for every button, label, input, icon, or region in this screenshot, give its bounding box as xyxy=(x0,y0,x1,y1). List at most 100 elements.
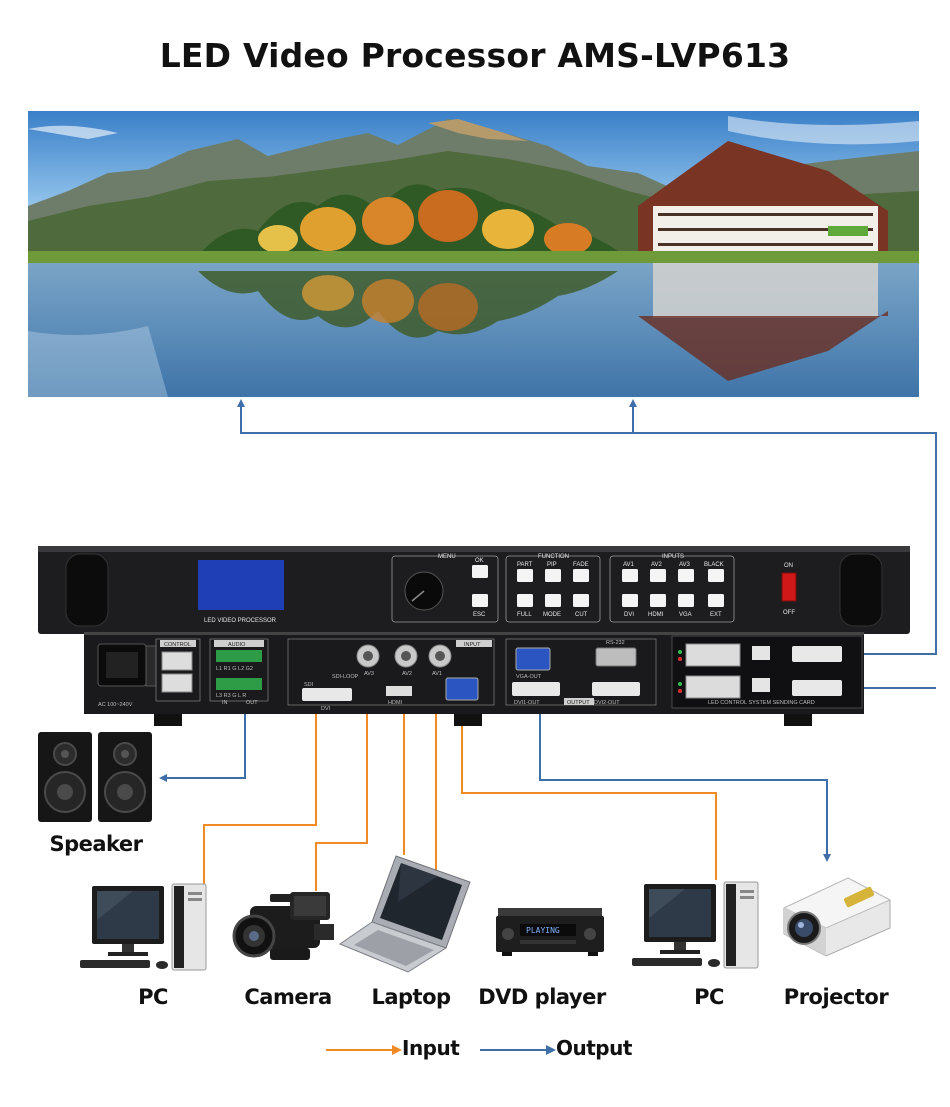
legend-output: Output xyxy=(480,1036,632,1064)
pc1-label: PC xyxy=(138,985,168,1009)
dvd-display-text: PLAYING xyxy=(526,926,560,935)
led-screen-landscape xyxy=(28,111,919,397)
ext-button[interactable] xyxy=(708,594,724,607)
legend-input: Input xyxy=(326,1036,460,1064)
sending-card-dvi-top[interactable] xyxy=(792,646,842,662)
dvi1-output-port[interactable] xyxy=(512,682,560,696)
av3-label: AV3 xyxy=(679,562,691,568)
audio-label: AUDIO xyxy=(228,642,246,648)
sending-card-rj45-bottom[interactable] xyxy=(685,675,741,699)
av3-port-label: AV3 xyxy=(364,671,374,677)
legend-input-arrow-icon xyxy=(326,1045,402,1055)
mode-button[interactable] xyxy=(545,594,561,607)
ok-button[interactable] xyxy=(472,565,488,578)
audio-out-terminal[interactable] xyxy=(216,678,262,690)
black-button[interactable] xyxy=(708,569,724,582)
full-label: FULL xyxy=(517,612,532,618)
dvi-input-port[interactable] xyxy=(302,688,352,701)
input-line-pc1 xyxy=(203,696,320,887)
pc-icon-2 xyxy=(632,881,759,969)
av1-port-label: AV1 xyxy=(432,671,442,677)
sending-card-label: LED CONTROL SYSTEM SENDING CARD xyxy=(708,700,815,706)
page-title: LED Video Processor AMS-LVP613 xyxy=(159,36,791,75)
audio-bottom-label: L3 R3 G L R xyxy=(216,693,246,699)
vga-button[interactable] xyxy=(678,594,694,607)
audio-in-terminal[interactable] xyxy=(216,650,262,662)
inputs-group-label: INPUTS xyxy=(662,554,684,560)
dvi2-output-port[interactable] xyxy=(592,682,640,696)
av3-button[interactable] xyxy=(678,569,694,582)
av2-button[interactable] xyxy=(650,569,666,582)
part-label: PART xyxy=(517,562,533,568)
legend-input-label: Input xyxy=(402,1036,460,1060)
projector-icon xyxy=(782,877,892,957)
av1-button[interactable] xyxy=(622,569,638,582)
hdmi-button[interactable] xyxy=(650,594,666,607)
function-group-label: FUNCTION xyxy=(538,554,569,560)
ok-label: OK xyxy=(475,558,484,564)
power-off-label: OFF xyxy=(783,610,795,616)
processor-front-panel: LED VIDEO PROCESSOR MENU OK ESC FUNCTION… xyxy=(38,546,910,634)
sdi-label: SDI xyxy=(304,682,314,688)
dvd-player-icon: PLAYING xyxy=(496,908,604,956)
vga-input-port[interactable] xyxy=(445,677,479,701)
control-rj45-2[interactable] xyxy=(161,673,193,693)
full-button[interactable] xyxy=(517,594,533,607)
left-handle xyxy=(65,553,109,627)
esc-button[interactable] xyxy=(472,594,488,607)
cut-label: CUT xyxy=(575,612,588,618)
av2-port-label: AV2 xyxy=(402,671,412,677)
ac-label: AC 100~240V xyxy=(98,702,133,708)
audio-out-label: OUT xyxy=(246,700,258,706)
legend-output-label: Output xyxy=(556,1036,632,1060)
right-handle xyxy=(839,553,883,627)
rs232-port[interactable] xyxy=(595,647,637,667)
dvi-button[interactable] xyxy=(622,594,638,607)
pip-button[interactable] xyxy=(545,569,561,582)
power-on-label: ON xyxy=(784,563,793,569)
black-label: BLACK xyxy=(704,562,724,568)
hdmi-input-port[interactable] xyxy=(386,686,412,696)
mode-label: MODE xyxy=(543,612,561,618)
esc-label: ESC xyxy=(473,612,486,618)
part-button[interactable] xyxy=(517,569,533,582)
cut-button[interactable] xyxy=(573,594,589,607)
hdmi-in-label: HDMI xyxy=(388,700,403,706)
ext-label: EXT xyxy=(710,612,722,618)
legend-output-arrow-icon xyxy=(480,1045,556,1055)
fade-button[interactable] xyxy=(573,569,589,582)
dvi1-out-label: DVI1-OUT xyxy=(514,700,540,706)
laptop-label: Laptop xyxy=(371,985,451,1009)
control-rj45-1[interactable] xyxy=(161,651,193,671)
input-line-pc2 xyxy=(458,696,717,880)
projector-label: Projector xyxy=(783,985,889,1009)
front-label: LED VIDEO PROCESSOR xyxy=(204,618,277,624)
usb-port-bottom[interactable] xyxy=(752,678,770,692)
sdi-loop-label: SDI-LOOP xyxy=(332,674,359,680)
power-switch[interactable] xyxy=(781,572,797,602)
output-label: OUTPUT xyxy=(567,700,590,706)
laptop-icon xyxy=(338,855,471,973)
dvi2-out-label: DVI2-OUT xyxy=(594,700,620,706)
pip-label: PIP xyxy=(547,562,557,568)
vga-output-port[interactable] xyxy=(515,647,551,671)
sending-card-dvi-bottom[interactable] xyxy=(792,680,842,696)
usb-port-top[interactable] xyxy=(752,646,770,660)
processor-rear-panel: AC 100~240V CONTROL AUDIO L1 R1 G L2 G2 … xyxy=(84,632,864,726)
input-line-camera xyxy=(315,658,371,891)
control-label: CONTROL xyxy=(164,642,191,648)
pc-icon xyxy=(80,883,207,971)
av1-label: AV1 xyxy=(623,562,635,568)
output-line-speaker xyxy=(159,713,246,782)
dvd-player-label: DVD player xyxy=(478,985,606,1009)
dvi-label: DVI xyxy=(624,612,634,618)
dvi-in-label: DVI xyxy=(321,706,331,712)
av2-label: AV2 xyxy=(651,562,663,568)
vga-label: VGA xyxy=(679,612,692,618)
lcd-screen xyxy=(198,560,284,610)
hdmi-label: HDMI xyxy=(648,612,664,618)
sending-card-rj45-top[interactable] xyxy=(685,643,741,667)
input-label: INPUT xyxy=(464,642,481,648)
speaker-label: Speaker xyxy=(49,832,143,856)
